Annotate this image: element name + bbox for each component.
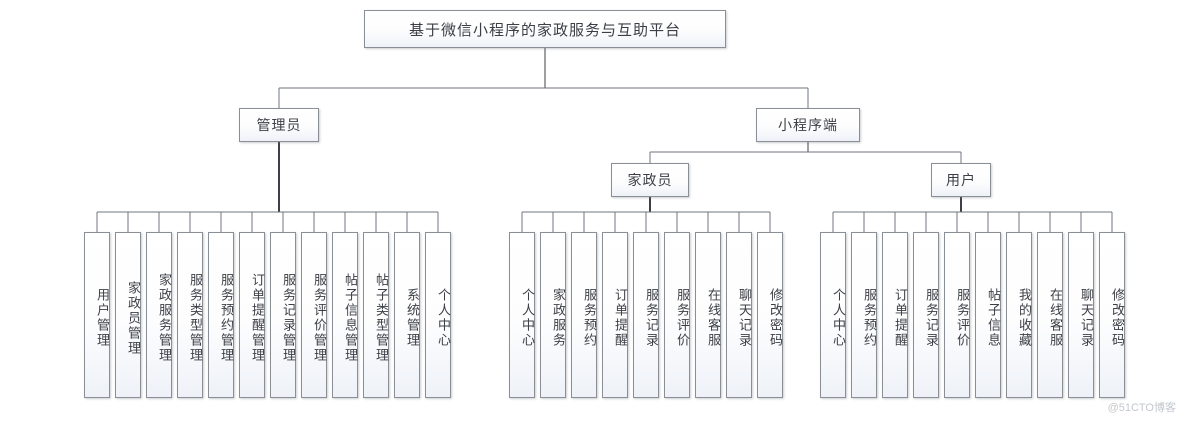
node-housekeeper[interactable]: 家政员 xyxy=(611,163,689,197)
user-leaf-8-label: 在线客服 xyxy=(1048,288,1063,348)
housekeeper-leaf-6-label: 服务评价 xyxy=(675,288,690,348)
housekeeper-leaf-8[interactable]: 聊天记录 xyxy=(726,232,752,398)
user-leaf-1-label: 个人中心 xyxy=(831,288,846,348)
admin-leaf-7[interactable]: 服务记录管理 xyxy=(270,232,296,398)
housekeeper-leaf-7-label: 在线客服 xyxy=(706,288,721,348)
node-user-label: 用户 xyxy=(946,174,976,189)
admin-leaf-6-label: 订单提醒管理 xyxy=(250,273,265,363)
admin-leaf-4[interactable]: 服务类型管理 xyxy=(177,232,203,398)
housekeeper-leaf-5[interactable]: 服务记录 xyxy=(633,232,659,398)
admin-leaf-9[interactable]: 帖子信息管理 xyxy=(332,232,358,398)
housekeeper-leaf-5-label: 服务记录 xyxy=(644,288,659,348)
user-leaf-4[interactable]: 服务记录 xyxy=(913,232,939,398)
user-leaf-10-label: 修改密码 xyxy=(1110,288,1125,348)
user-leaf-2[interactable]: 服务预约 xyxy=(851,232,877,398)
user-leaf-6[interactable]: 帖子信息 xyxy=(975,232,1001,398)
user-leaf-6-label: 帖子信息 xyxy=(986,288,1001,348)
user-leaf-3[interactable]: 订单提醒 xyxy=(882,232,908,398)
admin-leaf-11-label: 系统管理 xyxy=(405,288,420,348)
admin-leaf-9-label: 帖子信息管理 xyxy=(343,273,358,363)
housekeeper-leaf-4[interactable]: 订单提醒 xyxy=(602,232,628,398)
housekeeper-leaf-3[interactable]: 服务预约 xyxy=(571,232,597,398)
housekeeper-leaf-9[interactable]: 修改密码 xyxy=(757,232,783,398)
admin-leaf-12[interactable]: 个人中心 xyxy=(425,232,451,398)
admin-leaf-5[interactable]: 服务预约管理 xyxy=(208,232,234,398)
node-root-title[interactable]: 基于微信小程序的家政服务与互助平台 xyxy=(364,10,726,48)
admin-leaf-3-label: 家政服务管理 xyxy=(157,273,172,363)
admin-leaf-2-label: 家政员管理 xyxy=(126,280,141,356)
housekeeper-leaf-6[interactable]: 服务评价 xyxy=(664,232,690,398)
admin-leaf-2[interactable]: 家政员管理 xyxy=(115,232,141,398)
node-admin-label: 管理员 xyxy=(256,119,302,134)
watermark-51cto: @51CTO博客 xyxy=(1107,402,1176,414)
node-miniapp[interactable]: 小程序端 xyxy=(756,108,860,142)
housekeeper-leaf-7[interactable]: 在线客服 xyxy=(695,232,721,398)
housekeeper-leaf-3-label: 服务预约 xyxy=(582,288,597,348)
admin-leaf-1[interactable]: 用户管理 xyxy=(84,232,110,398)
admin-leaf-6[interactable]: 订单提醒管理 xyxy=(239,232,265,398)
admin-leaf-5-label: 服务预约管理 xyxy=(219,273,234,363)
node-user[interactable]: 用户 xyxy=(931,163,991,197)
admin-leaf-8[interactable]: 服务评价管理 xyxy=(301,232,327,398)
user-leaf-5[interactable]: 服务评价 xyxy=(944,232,970,398)
housekeeper-leaf-2[interactable]: 家政服务 xyxy=(540,232,566,398)
node-housekeeper-label: 家政员 xyxy=(627,174,673,189)
admin-leaf-4-label: 服务类型管理 xyxy=(188,273,203,363)
user-leaf-4-label: 服务记录 xyxy=(924,288,939,348)
housekeeper-leaf-1-label: 个人中心 xyxy=(520,288,535,348)
housekeeper-leaf-1[interactable]: 个人中心 xyxy=(509,232,535,398)
housekeeper-leaf-4-label: 订单提醒 xyxy=(613,288,628,348)
admin-leaf-3[interactable]: 家政服务管理 xyxy=(146,232,172,398)
user-leaf-8[interactable]: 在线客服 xyxy=(1037,232,1063,398)
user-leaf-9-label: 聊天记录 xyxy=(1079,288,1094,348)
user-leaf-10[interactable]: 修改密码 xyxy=(1099,232,1125,398)
admin-leaf-10[interactable]: 帖子类型管理 xyxy=(363,232,389,398)
admin-leaf-7-label: 服务记录管理 xyxy=(281,273,296,363)
user-leaf-2-label: 服务预约 xyxy=(862,288,877,348)
user-leaf-7-label: 我的收藏 xyxy=(1017,288,1032,348)
user-leaf-5-label: 服务评价 xyxy=(955,288,970,348)
user-leaf-1[interactable]: 个人中心 xyxy=(820,232,846,398)
node-admin[interactable]: 管理员 xyxy=(239,108,319,142)
housekeeper-leaf-2-label: 家政服务 xyxy=(551,288,566,348)
housekeeper-leaf-8-label: 聊天记录 xyxy=(737,288,752,348)
node-root-title-label: 基于微信小程序的家政服务与互助平台 xyxy=(408,22,681,39)
user-leaf-7[interactable]: 我的收藏 xyxy=(1006,232,1032,398)
housekeeper-leaf-9-label: 修改密码 xyxy=(768,288,783,348)
user-leaf-9[interactable]: 聊天记录 xyxy=(1068,232,1094,398)
admin-leaf-10-label: 帖子类型管理 xyxy=(374,273,389,363)
admin-leaf-1-label: 用户管理 xyxy=(95,288,110,348)
user-leaf-3-label: 订单提醒 xyxy=(893,288,908,348)
admin-leaf-12-label: 个人中心 xyxy=(436,288,451,348)
node-miniapp-label: 小程序端 xyxy=(778,119,838,134)
admin-leaf-11[interactable]: 系统管理 xyxy=(394,232,420,398)
admin-leaf-8-label: 服务评价管理 xyxy=(312,273,327,363)
